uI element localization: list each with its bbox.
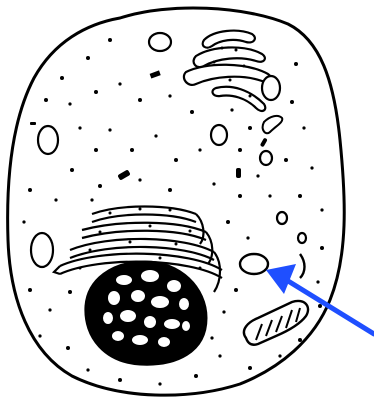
target-vesicle: [240, 254, 268, 274]
nucleus: [86, 262, 206, 364]
